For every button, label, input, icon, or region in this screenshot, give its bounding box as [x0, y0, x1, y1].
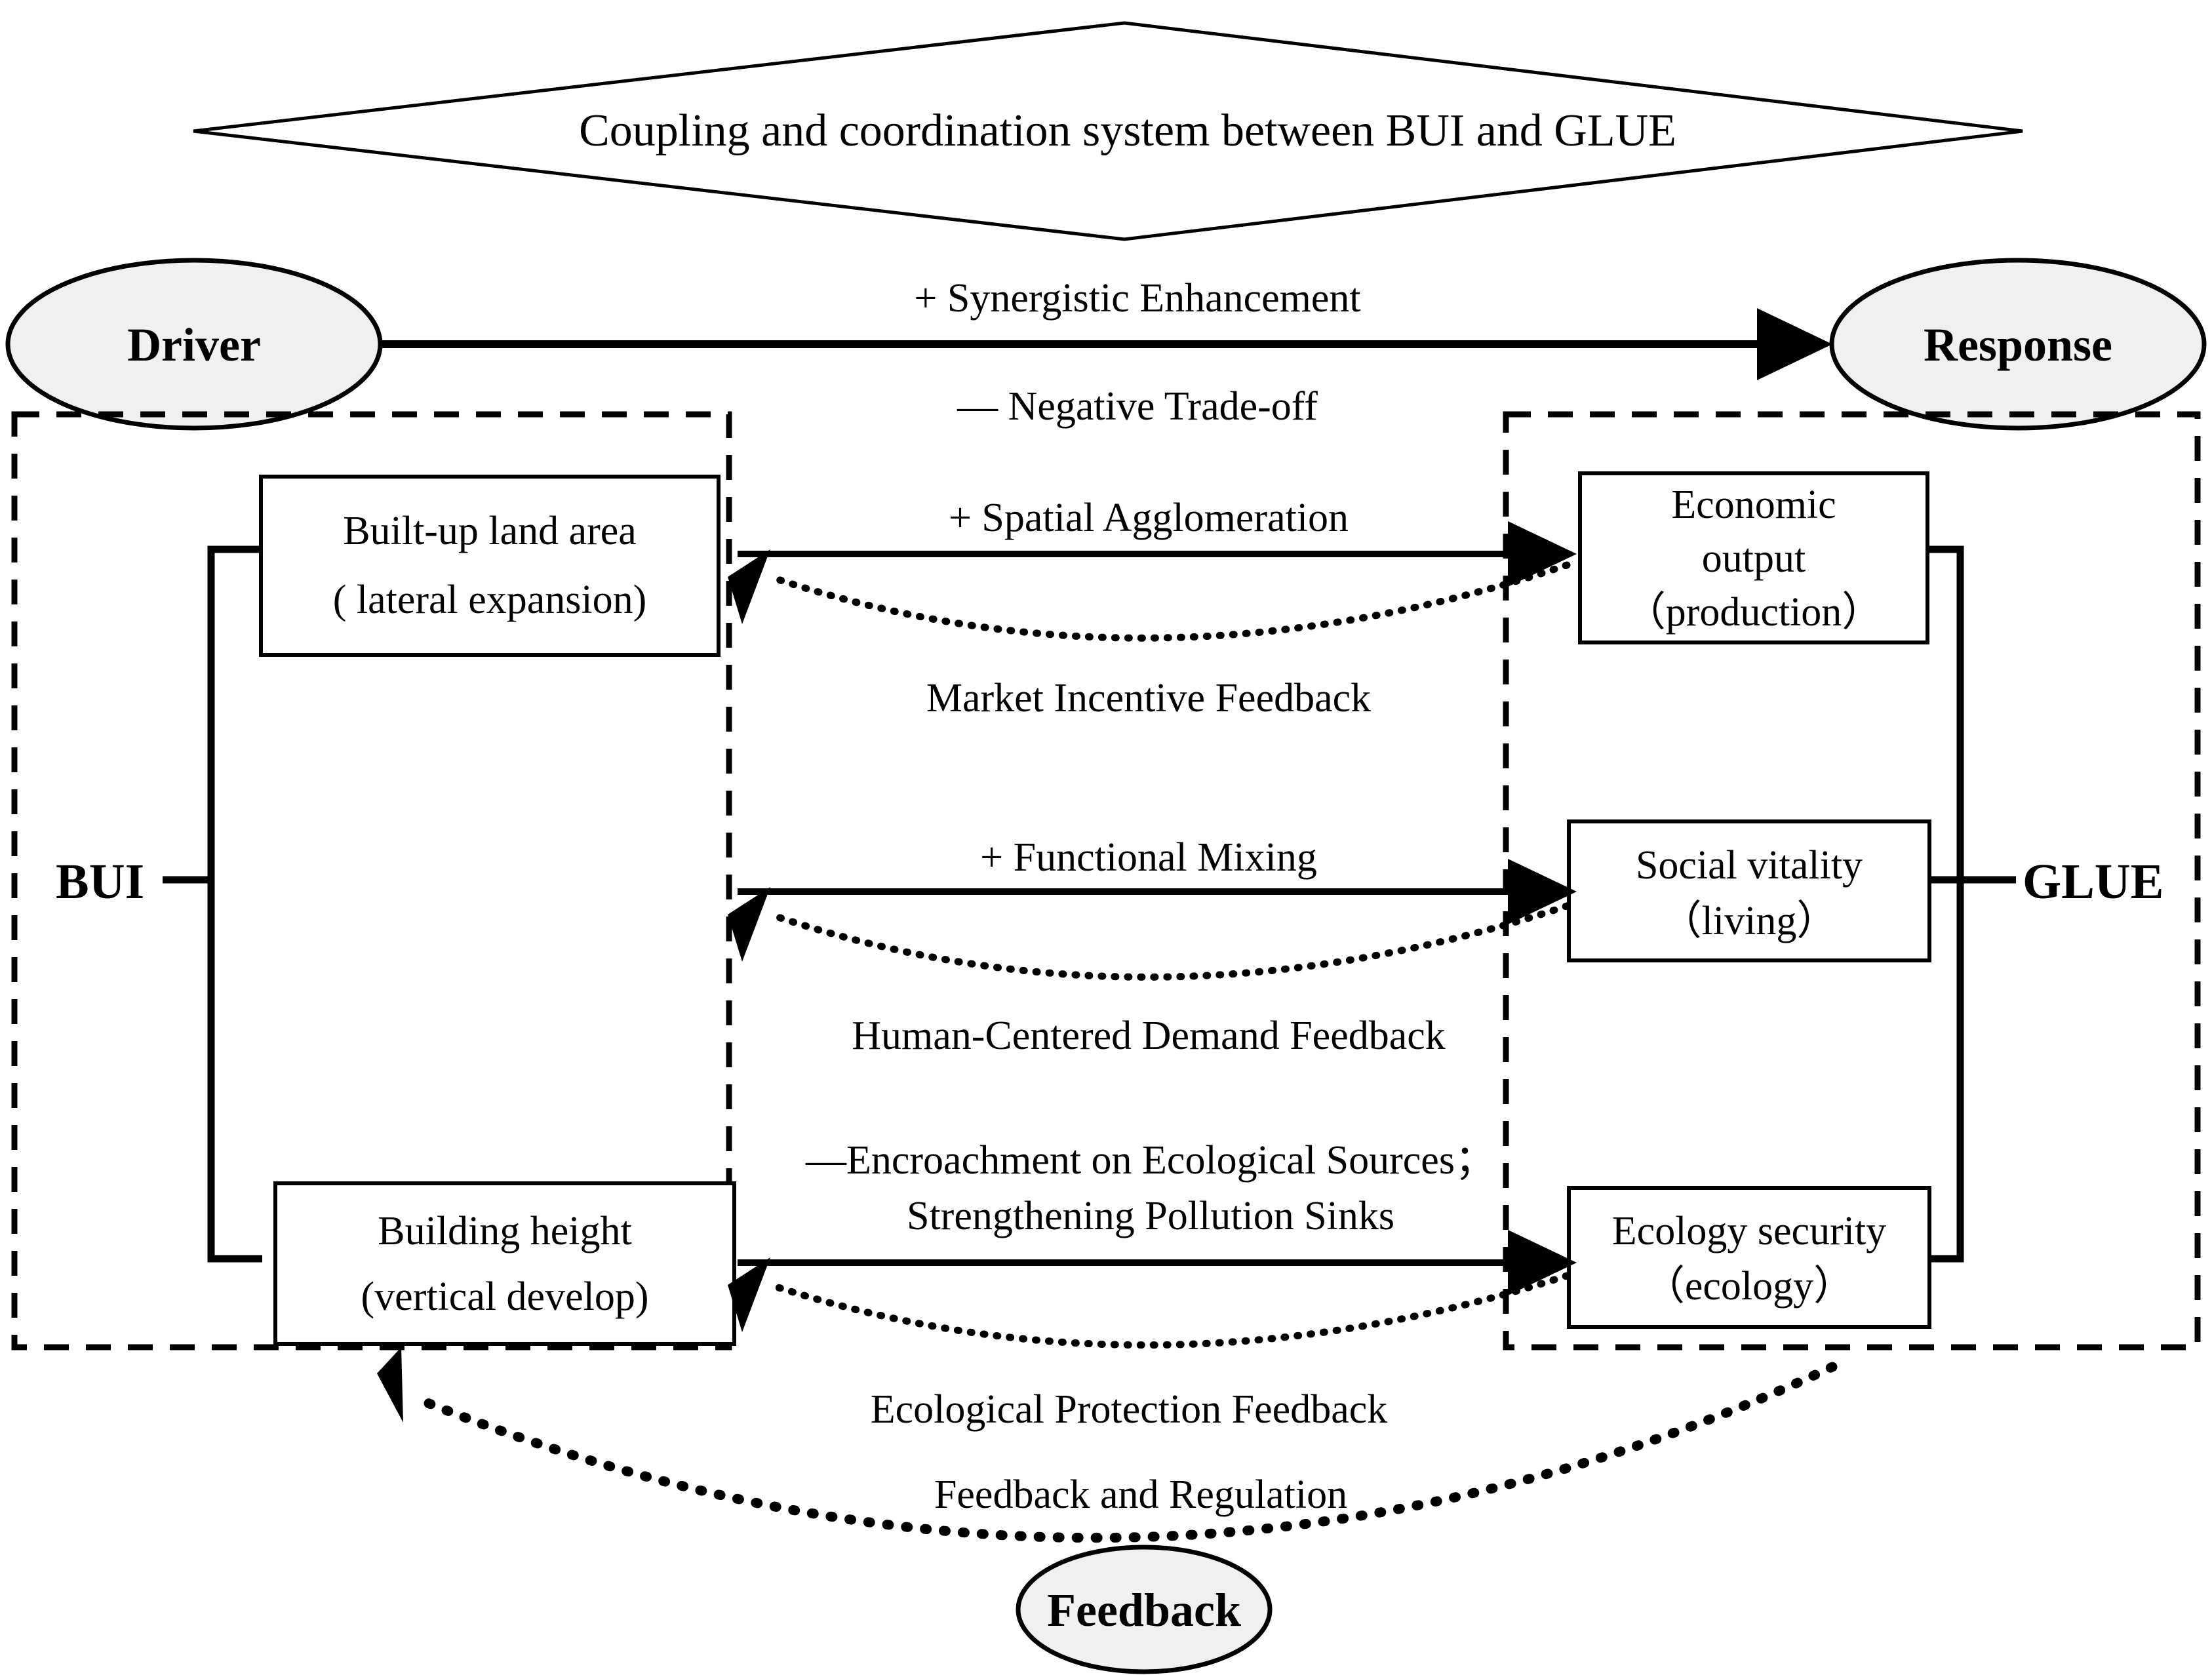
relation-encroachment: —Encroachment on Ecological Sources； Str… — [738, 1138, 1577, 1295]
title-text: Coupling and coordination system between… — [579, 106, 1676, 156]
economic-output-line2: output — [1702, 536, 1806, 581]
market-incentive-label: Market Incentive Feedback — [926, 676, 1371, 720]
box-economic-output[interactable]: Economic output （production） — [1578, 471, 1929, 644]
box-ecology-security[interactable]: Ecology security （ecology） — [1567, 1186, 1931, 1329]
functional-mixing-arrowhead — [1508, 859, 1577, 924]
negative-tradeoff-label: — Negative Trade-off — [957, 384, 1318, 429]
feedback-human-centered-demand: Human-Centered Demand Feedback — [728, 887, 1571, 1058]
social-vitality-line2: （living） — [1661, 899, 1838, 943]
relation-functional-mixing: + Functional Mixing — [738, 835, 1577, 924]
built-up-line2: ( lateral expansion) — [333, 578, 647, 622]
feedback-regulation-arrowhead — [377, 1347, 403, 1423]
title-diamond-shape — [193, 21, 2023, 241]
driver-node[interactable]: Driver — [5, 258, 383, 431]
bui-label: BUI — [56, 854, 144, 909]
ecology-security-box-rect — [1567, 1186, 1931, 1329]
economic-output-line3: （production） — [1625, 590, 1883, 635]
feedback-regulation-label: Feedback and Regulation — [934, 1472, 1347, 1517]
ecological-protection-label: Ecological Protection Feedback — [871, 1387, 1388, 1432]
human-centered-demand-curve — [766, 902, 1571, 981]
market-incentive-arrowhead — [728, 549, 770, 624]
glue-dashed-container — [1503, 411, 2201, 1350]
economic-output-box-rect — [1578, 471, 1929, 644]
feedback-ellipse — [1016, 1545, 1273, 1674]
functional-mixing-label: + Functional Mixing — [980, 835, 1317, 880]
synergistic-enhancement-label: + Synergistic Enhancement — [914, 276, 1360, 321]
bui-bracket — [163, 545, 262, 1263]
market-incentive-curve — [766, 561, 1571, 642]
driver-to-response-arrow — [382, 308, 1832, 380]
driver-ellipse — [5, 258, 383, 431]
human-centered-demand-arrowhead — [728, 887, 770, 962]
built-up-box-rect — [259, 475, 721, 657]
ecology-security-line2: （ecology） — [1644, 1264, 1854, 1309]
building-height-box-rect — [273, 1181, 736, 1346]
driver-response-arrowhead — [1757, 308, 1832, 380]
driver-label: Driver — [127, 319, 261, 371]
spatial-agglomeration-arrowhead — [1508, 521, 1577, 587]
response-node[interactable]: Response — [1829, 258, 2207, 431]
title-diamond-group: Coupling and coordination system between… — [193, 21, 2023, 241]
built-up-line1: Built-up land area — [343, 509, 637, 553]
encroachment-label-line1: —Encroachment on Ecological Sources； — [805, 1138, 1495, 1183]
feedback-and-regulation-curve-group: Feedback and Regulation — [377, 1347, 1838, 1543]
box-social-vitality[interactable]: Social vitality （living） — [1567, 819, 1931, 962]
economic-output-line1: Economic — [1671, 483, 1836, 527]
glue-label: GLUE — [2023, 854, 2163, 909]
box-building-height[interactable]: Building height (vertical develop) — [273, 1181, 736, 1346]
box-built-up-land-area[interactable]: Built-up land area ( lateral expansion) — [259, 475, 721, 657]
social-vitality-box-rect — [1567, 819, 1931, 962]
ecological-protection-curve — [766, 1272, 1571, 1349]
building-height-line1: Building height — [378, 1209, 632, 1253]
encroachment-arrowhead — [1508, 1230, 1577, 1295]
building-height-line2: (vertical develop) — [361, 1274, 649, 1319]
feedback-ecological-protection: Ecological Protection Feedback — [728, 1257, 1571, 1432]
feedback-node[interactable]: Feedback — [1016, 1545, 1273, 1674]
bui-dashed-container — [11, 411, 732, 1350]
relation-spatial-agglomeration: + Spatial Agglomeration — [738, 496, 1577, 587]
response-label: Response — [1924, 319, 2112, 371]
encroachment-label-line2: Strengthening Pollution Sinks — [907, 1194, 1394, 1238]
spatial-agglomeration-label: + Spatial Agglomeration — [949, 496, 1349, 540]
bui-bracket-path — [207, 545, 262, 1263]
feedback-market-incentive: Market Incentive Feedback — [728, 549, 1571, 720]
ecology-security-line1: Ecology security — [1612, 1209, 1886, 1253]
ecological-protection-arrowhead — [728, 1257, 770, 1332]
feedback-regulation-curve — [414, 1362, 1838, 1543]
social-vitality-line1: Social vitality — [1636, 843, 1863, 888]
glue-bracket-path — [1906, 545, 1964, 1263]
human-centered-demand-label: Human-Centered Demand Feedback — [852, 1014, 1446, 1058]
feedback-node-label: Feedback — [1047, 1584, 1241, 1636]
